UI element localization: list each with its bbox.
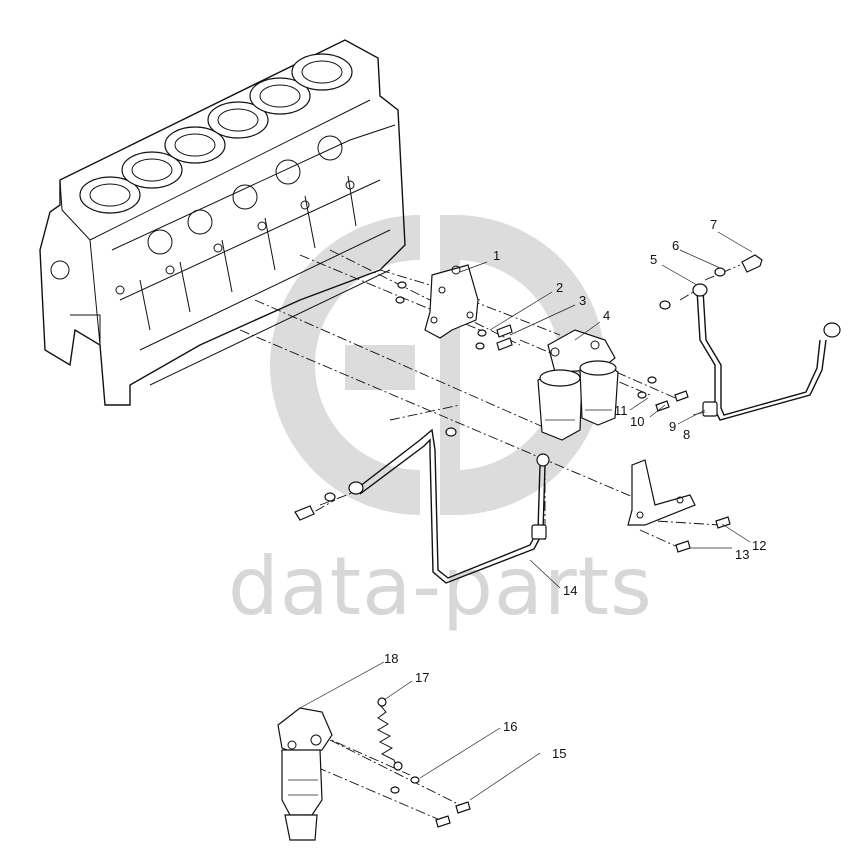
callout-4: 4: [603, 308, 610, 323]
callout-3: 3: [579, 293, 586, 308]
part-5-6-7-fittings: [659, 254, 763, 310]
watermark-text: data-parts: [228, 540, 653, 633]
callout-12: 12: [752, 538, 766, 553]
callout-16: 16: [503, 719, 517, 734]
washers-block: [395, 281, 487, 350]
engine-block: [39, 39, 406, 406]
leader-lines: [299, 231, 753, 801]
callout-9: 9: [669, 419, 676, 434]
callout-7: 7: [710, 217, 717, 232]
callout-6: 6: [672, 238, 679, 253]
part-14-fuel-pipe: [294, 427, 550, 584]
callout-5: 5: [650, 252, 657, 267]
callout-1: 1: [493, 248, 500, 263]
callout-14: 14: [563, 583, 577, 598]
callout-2: 2: [556, 280, 563, 295]
part-15-16-fasteners: [390, 776, 471, 828]
part-3-bolts: [496, 324, 513, 351]
part-18-filter-housing: [277, 707, 333, 841]
callout-11: 11: [614, 403, 628, 418]
callout-15: 15: [552, 746, 566, 761]
cylinder-bores: [79, 53, 353, 214]
part-10-11-fasteners: [637, 376, 689, 412]
callout-13: 13: [735, 547, 749, 562]
block-side-ribs: [50, 135, 357, 345]
callout-17: 17: [415, 670, 429, 685]
part-12-13-bracket: [627, 459, 731, 553]
part-4-fuel-filter-assembly: [537, 329, 619, 441]
callout-10: 10: [630, 414, 644, 429]
callout-8: 8: [683, 427, 690, 442]
part-8-fuel-pipe: [692, 283, 841, 421]
part-17-spring: [376, 697, 403, 771]
callout-labels: 1 2 3 4 5 6 7 8 9 10 11 12 13 14 15 16 1…: [384, 217, 766, 761]
part-1-bracket-plate: [424, 264, 479, 339]
callout-18: 18: [384, 651, 398, 666]
